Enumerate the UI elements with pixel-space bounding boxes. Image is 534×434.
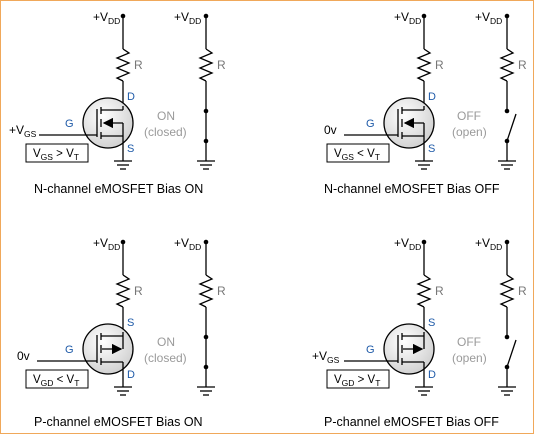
pin-label-bottom: D bbox=[428, 369, 436, 381]
ground-symbol-icon bbox=[197, 160, 215, 170]
panel-caption: N-channel eMOSFET Bias ON bbox=[34, 182, 203, 196]
gate-input-label: 0v bbox=[324, 123, 337, 137]
bias-condition-box bbox=[25, 143, 89, 163]
pin-label-top: D bbox=[127, 91, 135, 103]
resistor-icon bbox=[416, 274, 432, 308]
n-channel-emosfet-icon bbox=[383, 97, 435, 151]
ground-symbol-icon bbox=[415, 386, 433, 396]
pin-label-bottom: D bbox=[127, 369, 135, 381]
ground-symbol-icon bbox=[498, 160, 516, 170]
vdd-label-switch: +VDD bbox=[475, 236, 502, 252]
ground-symbol-icon bbox=[114, 386, 132, 396]
vdd-label-switch: +VDD bbox=[475, 10, 502, 26]
n-channel-emosfet-icon bbox=[82, 97, 134, 151]
switch-state-detail: (closed) bbox=[144, 125, 187, 139]
panel-n-channel-off: +VDD R D G 0v S VGS < VT +VDD bbox=[324, 10, 527, 196]
resistor-icon bbox=[198, 48, 214, 82]
panel-caption: P-channel eMOSFET Bias OFF bbox=[324, 415, 499, 429]
closed-switch-icon bbox=[203, 81, 209, 161]
gate-input-label: 0v bbox=[17, 349, 30, 363]
vdd-label-main: +VDD bbox=[394, 10, 421, 26]
bias-condition: VGD < VT bbox=[33, 374, 79, 388]
vdd-label-switch: +VDD bbox=[174, 236, 201, 252]
pin-label-bottom: S bbox=[127, 143, 134, 155]
resistor-icon bbox=[499, 48, 515, 82]
resistor-icon bbox=[499, 274, 515, 308]
p-channel-emosfet-icon bbox=[82, 323, 134, 377]
pin-label-top: S bbox=[127, 317, 134, 329]
ground-symbol-icon bbox=[114, 160, 132, 170]
pin-label-top: D bbox=[428, 91, 436, 103]
bias-condition: VGS < VT bbox=[334, 148, 380, 162]
bias-condition-box bbox=[326, 143, 390, 163]
panel-n-channel-on: +VDD R D G +VGS S VGS > VT +VDD bbox=[9, 10, 226, 196]
panel-p-channel-off: +VDD R S G +VGS D VGD > VT +VDD bbox=[312, 236, 527, 429]
resistor-icon bbox=[416, 48, 432, 82]
pin-label-gate: G bbox=[366, 344, 375, 356]
vdd-label-main: +VDD bbox=[93, 236, 120, 252]
closed-switch-icon bbox=[203, 307, 209, 387]
bias-condition: VGS > VT bbox=[33, 148, 79, 162]
pin-label-bottom: S bbox=[428, 143, 435, 155]
p-channel-emosfet-icon bbox=[383, 323, 435, 377]
resistor-label-switch: R bbox=[217, 58, 226, 72]
bias-condition-box bbox=[326, 369, 390, 389]
ground-symbol-icon bbox=[415, 160, 433, 170]
resistor-label: R bbox=[435, 58, 444, 72]
switch-state: ON bbox=[157, 109, 175, 123]
pin-label-gate: G bbox=[366, 118, 375, 130]
resistor-label: R bbox=[134, 284, 143, 298]
ground-symbol-icon bbox=[197, 386, 215, 396]
panel-p-channel-on: +VDD R S G 0v D VGD < VT +VDD bbox=[17, 236, 226, 429]
pin-label-top: S bbox=[428, 317, 435, 329]
switch-state-detail: (open) bbox=[452, 125, 487, 139]
resistor-label: R bbox=[435, 284, 444, 298]
resistor-icon bbox=[115, 48, 131, 82]
pin-label-gate: G bbox=[65, 344, 74, 356]
resistor-label-switch: R bbox=[217, 284, 226, 298]
vdd-label-main: +VDD bbox=[93, 10, 120, 26]
switch-state: OFF bbox=[457, 335, 481, 349]
vdd-label-switch: +VDD bbox=[174, 10, 201, 26]
switch-state-detail: (closed) bbox=[144, 351, 187, 365]
switch-state: OFF bbox=[457, 109, 481, 123]
resistor-label-switch: R bbox=[518, 284, 527, 298]
bias-condition-box bbox=[25, 369, 89, 389]
open-switch-icon bbox=[504, 307, 517, 387]
resistor-label: R bbox=[134, 58, 143, 72]
resistor-label-switch: R bbox=[518, 58, 527, 72]
gate-input-label: +VGS bbox=[312, 349, 340, 365]
vdd-label-main: +VDD bbox=[394, 236, 421, 252]
resistor-icon bbox=[115, 274, 131, 308]
gate-input-label: +VGS bbox=[9, 123, 37, 139]
open-switch-icon bbox=[504, 81, 517, 161]
bias-condition: VGD > VT bbox=[334, 374, 380, 388]
switch-state: ON bbox=[157, 335, 175, 349]
panel-caption: N-channel eMOSFET Bias OFF bbox=[324, 182, 500, 196]
switch-state-detail: (open) bbox=[452, 351, 487, 365]
panel-caption: P-channel eMOSFET Bias ON bbox=[34, 415, 203, 429]
pin-label-gate: G bbox=[65, 118, 74, 130]
resistor-icon bbox=[198, 274, 214, 308]
ground-symbol-icon bbox=[498, 386, 516, 396]
